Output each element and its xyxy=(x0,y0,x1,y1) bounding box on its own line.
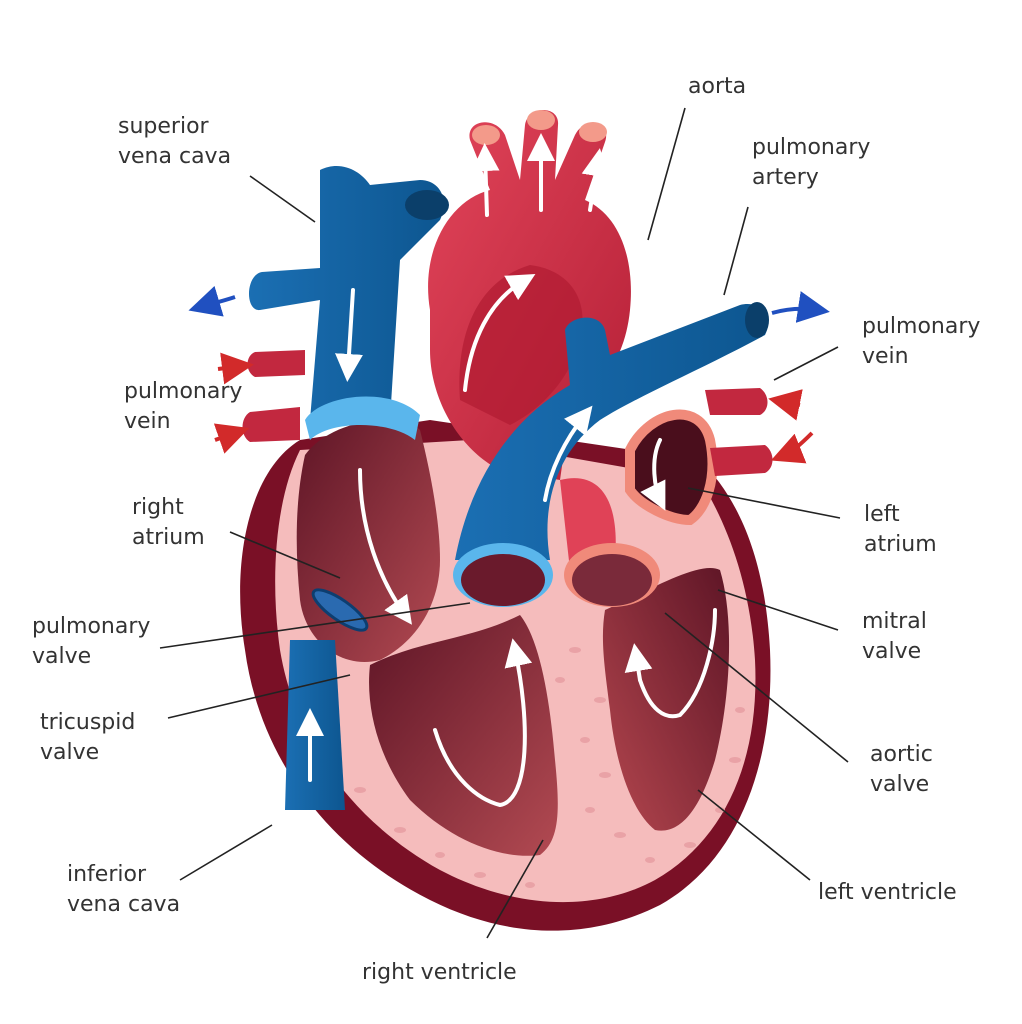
left-ventricle-chamber xyxy=(602,568,730,831)
inferior-vena-cava-vessel xyxy=(285,640,345,810)
aortic-valve-inner xyxy=(572,554,652,606)
label-left-ventricle: left ventricle xyxy=(818,880,957,905)
flow-arrows xyxy=(296,133,717,808)
pulmonary-veins-right xyxy=(242,350,305,442)
label-aorta: aorta xyxy=(688,74,747,99)
label-superior-vena-cava: superior vena cava xyxy=(118,114,232,169)
arrow-out-blue-left xyxy=(188,285,236,317)
label-pulmonary-valve: pulmonary valve xyxy=(32,614,151,669)
pulmonary-artery-opening xyxy=(745,302,769,338)
label-right-ventricle: right ventricle xyxy=(362,960,517,985)
pulmonary-veins-left xyxy=(705,388,773,476)
label-pulmonary-artery: pulmonary artery xyxy=(752,135,871,190)
pulmonary-artery-vessel xyxy=(455,304,769,560)
label-tricuspid-valve: tricuspid valve xyxy=(40,710,136,765)
arrow-out-blue-right xyxy=(771,291,830,323)
leader-lines xyxy=(159,107,849,939)
arrow-in-red-4 xyxy=(770,431,814,464)
aorta-branches xyxy=(472,110,607,145)
label-pulmonary-vein-right: pulmonary vein xyxy=(862,314,981,369)
label-inferior-vena-cava: inferior vena cava xyxy=(67,862,181,917)
left-atrium-chamber xyxy=(625,409,718,526)
arrow-in-red-3 xyxy=(768,389,803,421)
label-right-atrium: right atrium xyxy=(132,495,205,550)
label-mitral-valve: mitral valve xyxy=(862,609,927,664)
arrow-in-red-2 xyxy=(213,423,250,454)
label-aortic-valve: aortic valve xyxy=(870,742,933,797)
label-left-atrium: left atrium xyxy=(864,502,937,557)
label-pulmonary-vein-left: pulmonary vein xyxy=(124,379,243,434)
arrow-in-red-1 xyxy=(217,352,254,385)
svc-opening xyxy=(405,190,449,220)
pulmonary-valve-inner xyxy=(461,554,545,606)
svc-rim xyxy=(305,396,420,440)
aorta-shade xyxy=(459,265,583,425)
superior-vena-cava-vessel xyxy=(248,165,444,420)
right-ventricle-chamber xyxy=(369,615,558,856)
